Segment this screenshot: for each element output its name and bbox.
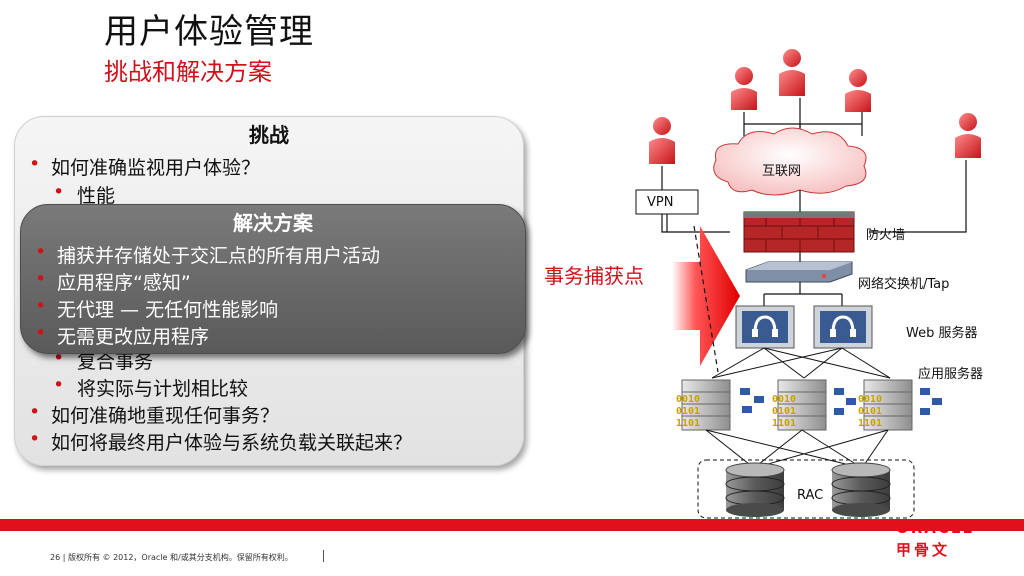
solution-item: 应用程序“感知” [35, 268, 191, 295]
people-connectors [661, 98, 967, 233]
challenge-item: 如何将最终用户体验与系统负载关联起来？ [29, 428, 412, 455]
web-servers-label: Web 服务器 [906, 326, 978, 341]
vpn-label: VPN [647, 195, 674, 210]
network-switch-icon [745, 261, 853, 283]
database-icon [831, 462, 891, 517]
challenge-subitem: 性能 [53, 181, 115, 208]
binary-digits: 1101 [772, 418, 796, 429]
oracle-logo-cn: 甲骨文 [896, 541, 951, 559]
slide-subtitle: 挑战和解决方案 [104, 58, 272, 86]
solution-heading: 解决方案 [233, 211, 313, 235]
app-server-icon [863, 379, 942, 431]
binary-digits: 0101 [772, 406, 796, 417]
app-servers-label: 应用服务器 [918, 367, 984, 382]
capture-point-label: 事务捕获点 [544, 264, 644, 288]
internet-cloud-icon [713, 127, 867, 196]
binary-digits: 1101 [858, 418, 882, 429]
user-icon [731, 67, 757, 110]
challenge-heading: 挑战 [249, 123, 289, 147]
footer-divider: | [62, 553, 68, 562]
oracle-logo: ORACLE [896, 519, 975, 537]
database-icon [725, 462, 785, 517]
binary-digits: 0010 [772, 394, 796, 405]
rac-cluster-box [697, 459, 915, 519]
solution-panel: 解决方案 捕获并存储处于交汇点的所有用户活动 应用程序“感知” 无代理 — 无任… [20, 204, 526, 354]
slide-title: 用户体验管理 [104, 12, 314, 52]
footer-separator [323, 550, 324, 562]
binary-digits: 0010 [676, 394, 700, 405]
user-icon [955, 113, 981, 158]
challenge-item: 如何准确监视用户体验？ [29, 153, 260, 180]
page-number: 26 [50, 553, 61, 562]
internet-label: 互联网 [762, 164, 802, 179]
solution-item: 无需更改应用程序 [35, 322, 209, 349]
binary-digits: 1101 [676, 418, 700, 429]
web-server-icon [735, 305, 795, 349]
user-icon [779, 49, 805, 96]
footer-copyright: 26 | 版权所有 © 2012，Oracle 和/或其分支机构。保留所有权利。 [50, 552, 293, 563]
challenge-subitem: 复合事务 [53, 347, 153, 374]
challenge-item: 如何准确地重现任何事务？ [29, 401, 279, 428]
web-server-icon [813, 305, 873, 349]
capture-arrow-icon [672, 226, 740, 366]
copyright-text: 版权所有 © 2012，Oracle 和/或其分支机构。保留所有权利。 [67, 553, 293, 562]
firewall-icon [743, 211, 855, 253]
user-icon [649, 117, 675, 164]
solution-item: 捕获并存储处于交汇点的所有用户活动 [35, 241, 380, 268]
binary-digits: 0010 [858, 394, 882, 405]
firewall-label: 防火墙 [866, 228, 906, 243]
switch-label: 网络交换机/Tap [858, 277, 950, 292]
vpn-box [635, 189, 699, 215]
footer-bar [0, 519, 1024, 531]
solution-item: 无代理 — 无任何性能影响 [35, 295, 278, 322]
network-diagram: 0010 0101 1101 0010 0101 1101 0010 0101 … [635, 49, 981, 519]
binary-digits: 0101 [858, 406, 882, 417]
rac-label: RAC [797, 488, 824, 503]
user-icon [845, 69, 871, 112]
challenge-subitem: 将实际与计划相比较 [53, 374, 248, 401]
binary-digits: 0101 [676, 406, 700, 417]
app-server-icon [681, 379, 764, 431]
